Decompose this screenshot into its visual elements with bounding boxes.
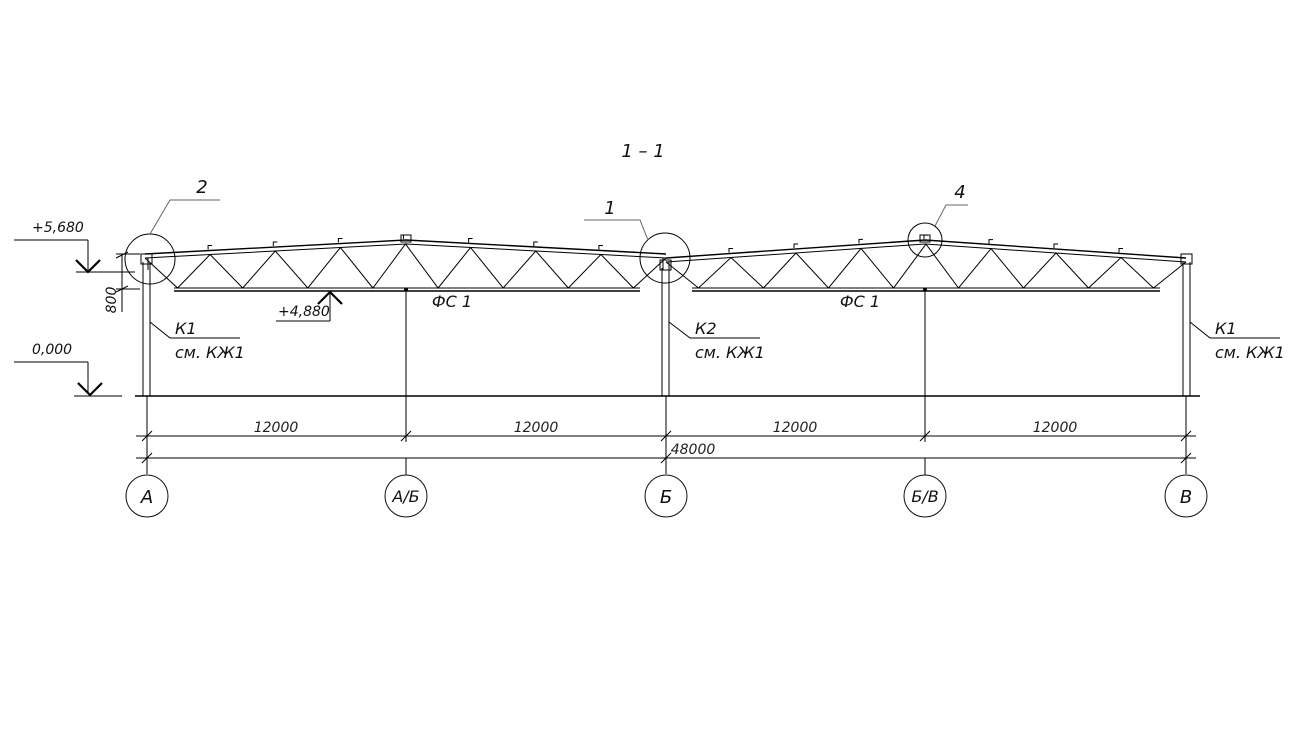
column-label-k2: К2 см. КЖ1 (668, 319, 765, 362)
truss-2-purlin-6 (858, 238, 863, 244)
truss-1-top-chord (144, 239, 667, 255)
axis-v-label: В (1180, 487, 1192, 508)
axis-bv-label: Б/В (911, 487, 938, 506)
axis-bv: Б/В (903, 458, 947, 518)
column-v (1180, 253, 1193, 396)
truss-label-2: ФС 1 (840, 292, 880, 311)
truss-2-purlin-14 (1118, 248, 1123, 253)
axis-a-label: А (140, 487, 153, 508)
elevation-bottom-chord: +4,880 (276, 290, 343, 322)
truss-2-purlin-2 (728, 248, 733, 253)
grid-axes: А А/Б Б Б/В В (125, 458, 1208, 518)
truss-2-purlin-10 (988, 239, 993, 244)
column-k1-left-ref: см. КЖ1 (175, 343, 245, 362)
column-k1-left-mark: К1 (175, 319, 197, 338)
span-dim-3: 12000 (773, 420, 818, 436)
truss-2-purlin-12 (1053, 243, 1058, 248)
column-k1-right-mark: К1 (1215, 319, 1237, 338)
truss-depth-label: 800 (104, 287, 120, 314)
columns (140, 253, 1193, 396)
truss-2-ridge-node (919, 234, 931, 243)
elevation-ground-label: 0,000 (32, 342, 72, 358)
span-dim-1: 12000 (254, 420, 299, 436)
truss-1-top-chord-inner (144, 243, 667, 259)
span-dim-4: 12000 (1033, 420, 1078, 436)
column-label-k1-left: К1 см. КЖ1 (149, 319, 245, 362)
node-callout-2: 2 (124, 177, 220, 285)
truss-2-top-chord (665, 239, 1187, 259)
truss-1-purlin-12 (533, 241, 538, 246)
span-dim-2: 12000 (514, 420, 559, 436)
truss-label-1: ФС 1 (432, 292, 472, 311)
truss-2-purlin-4 (793, 243, 798, 248)
axis-ab-label: А/Б (391, 487, 419, 506)
truss-2-web (665, 243, 1187, 289)
axis-v: В (1164, 474, 1208, 518)
axis-b: Б (644, 474, 688, 518)
column-label-k1-right: К1 см. КЖ1 (1189, 319, 1285, 362)
node-callout-1: 1 (584, 198, 691, 284)
span-dimensions: 12000 12000 12000 12000 48000 (136, 396, 1196, 474)
column-k2-mark: К2 (695, 319, 717, 338)
truss-2-purlin-8 (923, 234, 928, 240)
axis-b-label: Б (660, 487, 672, 508)
truss-1-purlin-6 (337, 238, 343, 243)
column-b (659, 259, 672, 396)
elevation-bottom-chord-label: +4,880 (278, 304, 330, 320)
column-k2-ref: см. КЖ1 (695, 343, 765, 362)
axis-a: А (125, 474, 169, 518)
truss-1-purlin-8 (403, 234, 408, 239)
axis-ab: А/Б (384, 458, 428, 518)
truss-1-bottom-node (404, 287, 408, 292)
truss-2-bottom-node (923, 287, 927, 292)
elevation-top-label: +5,680 (32, 220, 84, 236)
elevation-top: +5,680 (14, 220, 135, 274)
node-callout-4: 4 (907, 182, 968, 258)
elevation-ground: 0,000 (14, 342, 122, 397)
node-callout-4-label: 4 (954, 182, 965, 203)
truss-depth-dimension: 800 (104, 251, 140, 314)
truss-1-purlin-2 (207, 245, 213, 250)
roof-trusses (144, 234, 1187, 292)
column-k1-right-ref: см. КЖ1 (1215, 343, 1285, 362)
truss-1-purlin-14 (598, 245, 603, 250)
node-callout-1-label: 1 (604, 198, 615, 219)
truss-1-purlin-4 (272, 241, 278, 246)
column-a (140, 253, 153, 396)
truss-2-top-chord-inner (665, 243, 1187, 263)
truss-1-purlin-10 (468, 238, 473, 243)
total-dim: 48000 (671, 442, 716, 458)
section-title: 1 – 1 (621, 141, 664, 162)
node-callout-2-label: 2 (196, 177, 207, 198)
truss-1-ridge-node (400, 234, 412, 243)
truss-1-web (144, 243, 667, 289)
